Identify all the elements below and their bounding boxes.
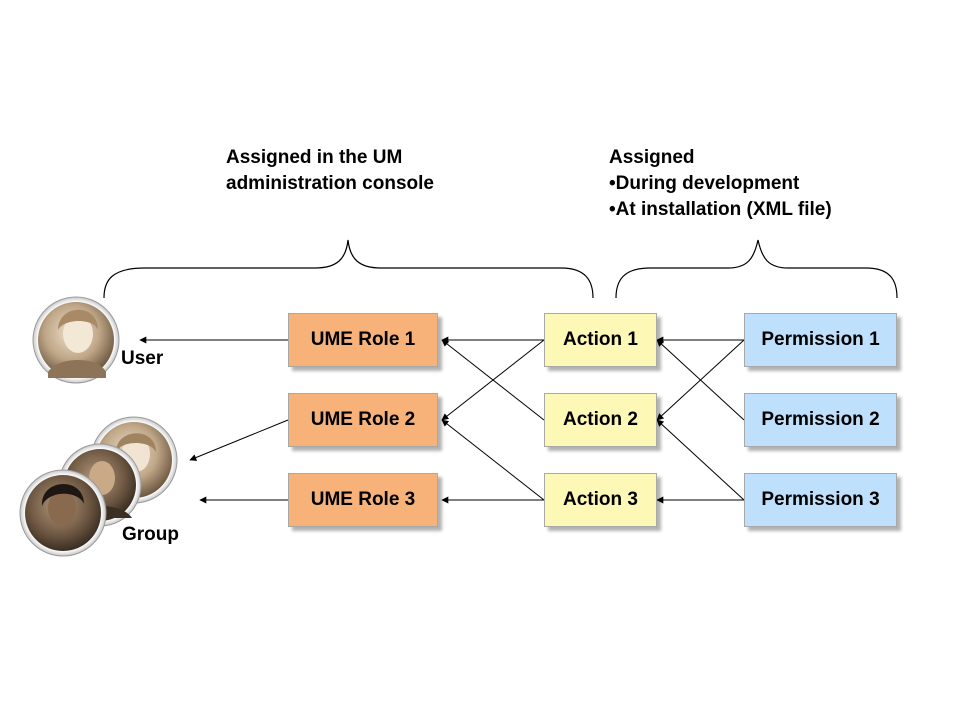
role-box-3: UME Role 3 [288, 473, 438, 527]
left-brace [103, 239, 594, 299]
user-avatar [32, 296, 120, 384]
right-caption-line-1: Assigned [609, 147, 695, 168]
permission-box-2: Permission 2 [744, 393, 897, 447]
left-caption-line-1: Assigned in the UM [226, 147, 403, 168]
connectors-role-to-entity [139, 336, 289, 504]
right-caption-line-3: •At installation (XML file) [609, 199, 832, 220]
connector-perm1-to-action2 [656, 339, 745, 421]
permission-box-3: Permission 3 [744, 473, 897, 527]
right-brace [615, 239, 898, 299]
permission-box-1: Permission 1 [744, 313, 897, 367]
left-caption-line-2: administration console [226, 173, 434, 194]
connector-perm3-to-action2 [656, 419, 745, 501]
connector-role2-to-group [189, 419, 289, 461]
user-label: User [121, 348, 164, 369]
role-box-2: UME Role 2 [288, 393, 438, 447]
left-caption: Assigned in the UM administration consol… [226, 145, 434, 197]
action-box-3: Action 3 [544, 473, 657, 527]
action-box-2: Action 2 [544, 393, 657, 447]
connectors-permission-to-action [656, 336, 745, 504]
group-avatar-front [19, 469, 107, 557]
group-label: Group [122, 524, 179, 545]
right-caption-line-2: •During development [609, 173, 800, 194]
role-box-1: UME Role 1 [288, 313, 438, 367]
connector-action1-to-role2 [441, 339, 545, 421]
right-caption: Assigned •During development •At install… [609, 145, 832, 223]
connector-action3-to-role2 [441, 419, 545, 501]
connectors-action-to-role [441, 336, 545, 504]
action-box-1: Action 1 [544, 313, 657, 367]
